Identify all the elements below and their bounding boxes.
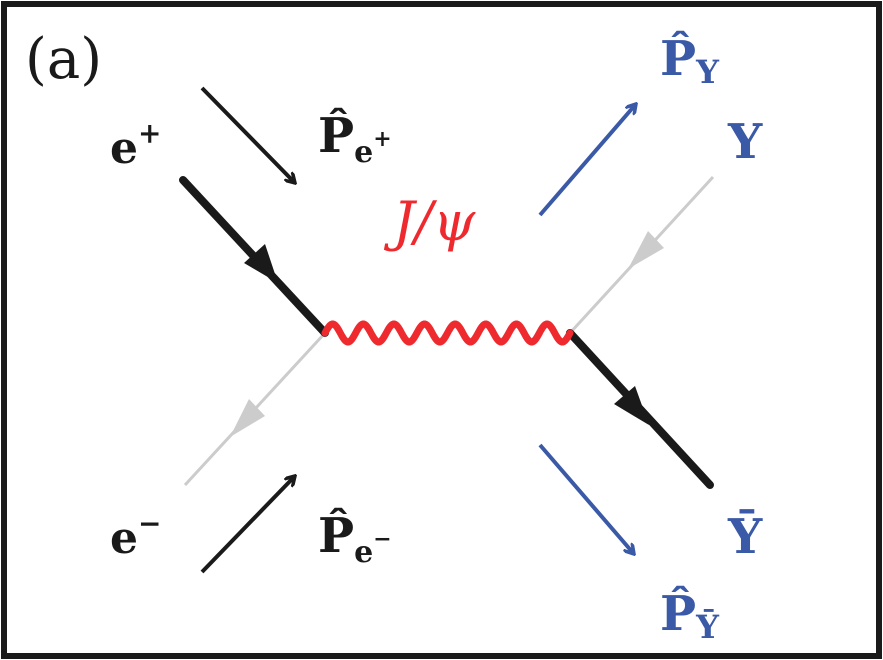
antihyperon-label: Ȳ (727, 508, 763, 565)
momentum-hyperon-arrow-icon (538, 104, 636, 217)
boson-wavy-line-icon (321, 320, 574, 346)
panel-label: (a) (25, 27, 102, 92)
momentum-electron-arrow-icon (200, 476, 295, 574)
ghost-electron-arrow-icon (230, 399, 265, 437)
ghost-hyperon-arrow-icon (628, 231, 664, 269)
p-hyperon-label: P̂Y (660, 29, 720, 91)
momentum-antihyperon-arrow-icon (538, 443, 634, 554)
p-electron-label: P̂e− (318, 506, 392, 570)
hyperon-label: Y (727, 114, 763, 170)
positron-label: e+ (110, 117, 161, 174)
positron-arrow-icon (244, 244, 278, 283)
boson-label: J/ψ (383, 190, 476, 253)
p-antihyperon-label: P̂Ȳ (660, 584, 720, 646)
electron-label: e− (110, 507, 161, 564)
p-positron-label: P̂e+ (318, 106, 392, 170)
momentum-positron-arrow-icon (200, 86, 295, 183)
antihyperon-arrow-icon (614, 386, 649, 425)
